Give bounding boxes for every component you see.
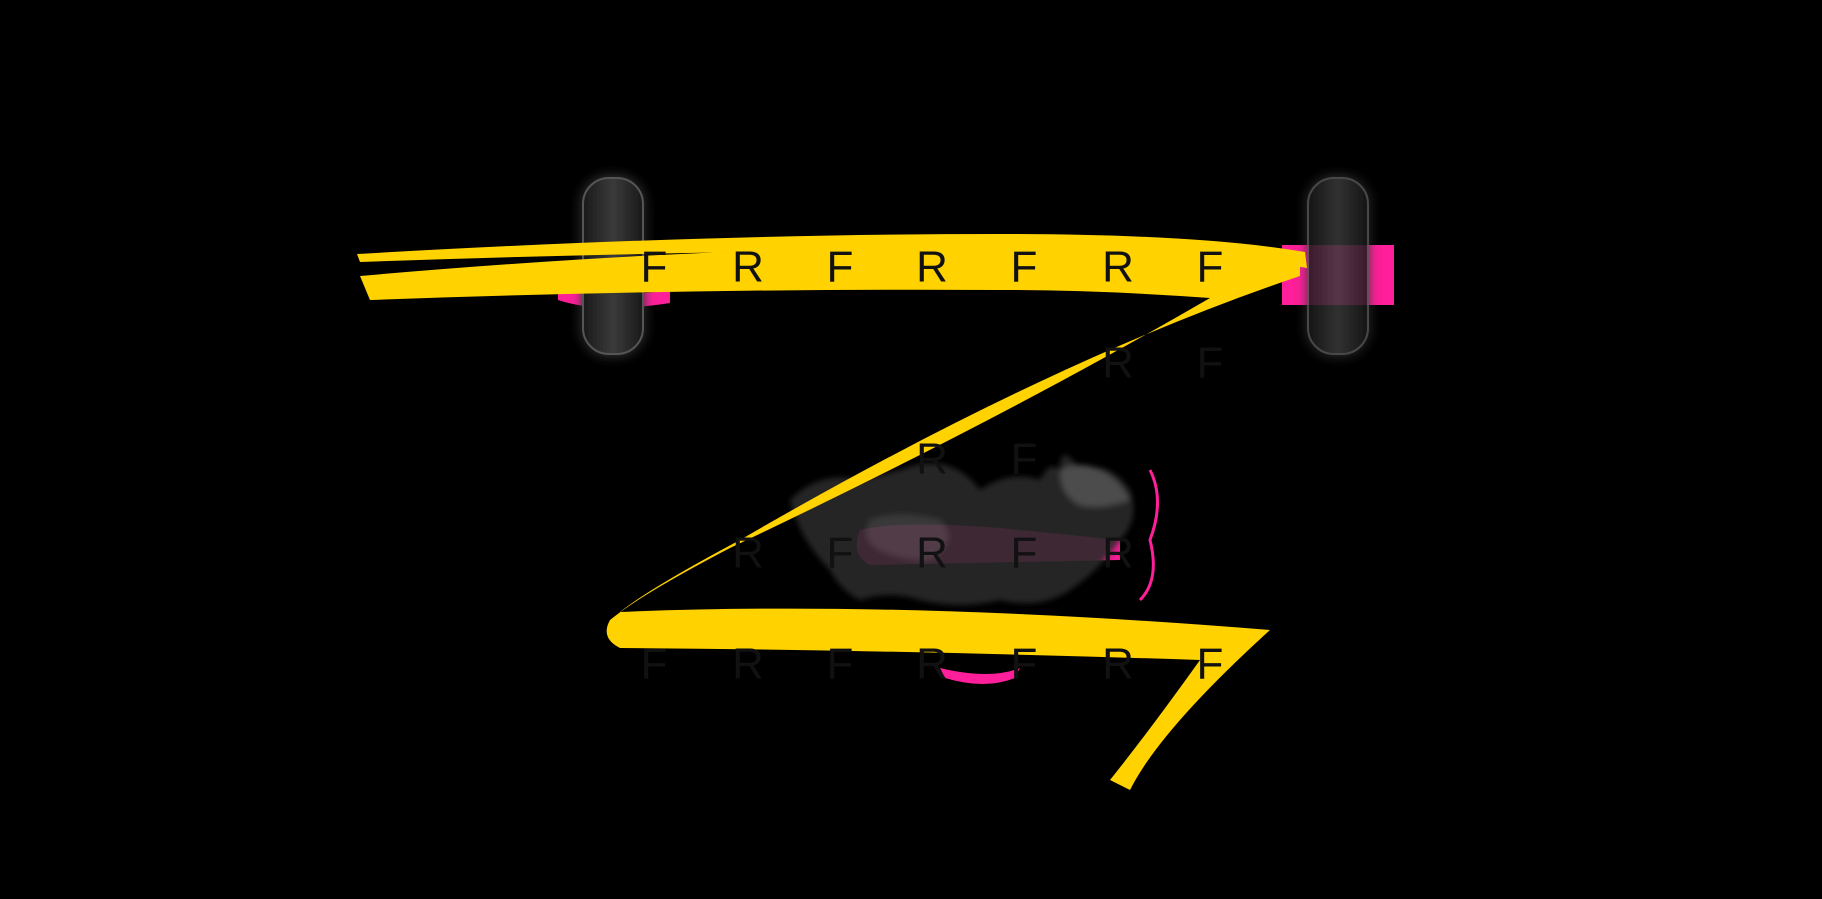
letter-row1-5: R bbox=[1102, 243, 1134, 292]
letter-row5-1: R bbox=[732, 640, 764, 689]
letter-row1-3: R bbox=[916, 243, 948, 292]
letter-row1-0: F bbox=[641, 243, 668, 292]
letter-grid: F R F R F R F R F R F R F R F R F R F R F R F bbox=[641, 243, 1224, 689]
center-accent-arc bbox=[1138, 469, 1159, 602]
letter-row1-6: F bbox=[1197, 243, 1224, 292]
right-handle[interactable] bbox=[1307, 177, 1369, 355]
bottom-accent-sliver bbox=[940, 668, 1020, 684]
letter-row5-2: F bbox=[827, 640, 854, 689]
letter-row4-2: R bbox=[916, 529, 948, 578]
zigzag-path bbox=[357, 234, 1307, 790]
letter-row4-0: R bbox=[732, 529, 764, 578]
letter-row3-0: R bbox=[916, 435, 948, 484]
letter-row2-1: F bbox=[1197, 339, 1224, 388]
letter-row1-2: F bbox=[827, 243, 854, 292]
letter-row5-5: R bbox=[1102, 640, 1134, 689]
letter-row4-3: F bbox=[1011, 529, 1038, 578]
letter-row4-1: F bbox=[827, 529, 854, 578]
pill-handle-icon bbox=[1307, 177, 1369, 355]
letter-row5-0: F bbox=[641, 640, 668, 689]
letter-row2-0: R bbox=[1102, 339, 1134, 388]
letter-row4-4: R bbox=[1102, 529, 1134, 578]
shadow-creature-icon bbox=[790, 455, 1134, 605]
letter-row5-6: F bbox=[1197, 640, 1224, 689]
letter-row3-1: F bbox=[1011, 435, 1038, 484]
letter-row1-1: R bbox=[732, 243, 764, 292]
letter-row5-3: R bbox=[916, 640, 948, 689]
letter-row1-4: F bbox=[1011, 243, 1038, 292]
letter-row5-4: F bbox=[1011, 640, 1038, 689]
